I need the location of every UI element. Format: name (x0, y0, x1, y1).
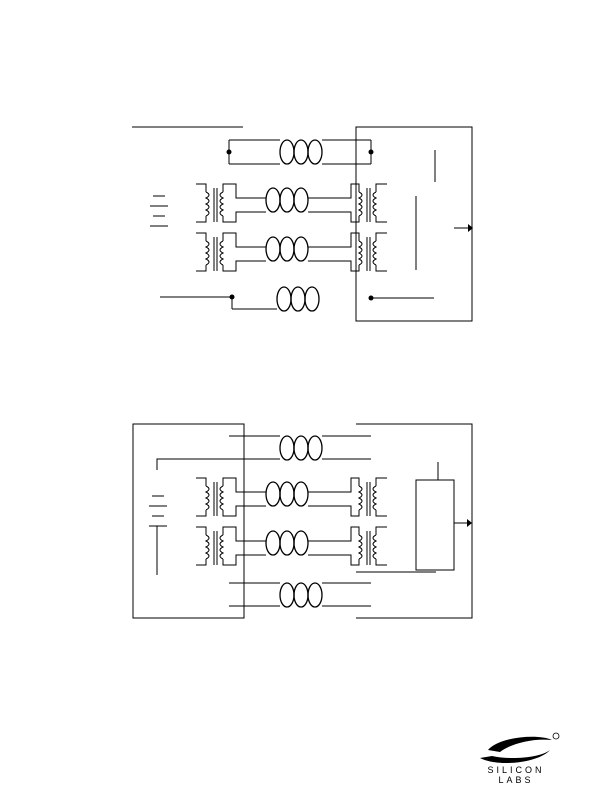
junction-dot (368, 149, 374, 155)
bottom-battery-symbol (149, 458, 229, 575)
bottom-receiver-block (356, 462, 472, 573)
logo-text: SILICON LABS (487, 765, 545, 785)
top-pair-4 (160, 286, 434, 312)
twisted-pair-coil (279, 582, 323, 608)
top-output-arrow-icon (468, 224, 473, 232)
twisted-pair-coil (265, 530, 309, 556)
twisted-pair-coil (276, 286, 320, 312)
twisted-pair-coil (265, 187, 309, 213)
top-battery-symbol (150, 195, 168, 227)
twisted-pair-coil (265, 481, 309, 507)
bottom-left-box (132, 423, 245, 619)
registered-mark-icon (552, 732, 560, 740)
bottom-pair-1 (229, 435, 371, 461)
junction-dot (226, 149, 232, 155)
top-equipment-box (355, 126, 473, 322)
silicon-labs-logo-icon (480, 732, 560, 764)
top-pair-1 (226, 139, 436, 182)
bottom-diagram (132, 423, 473, 619)
top-diagram (132, 126, 473, 322)
top-pair-2 (196, 183, 387, 223)
bottom-pair-3 (196, 526, 387, 566)
bottom-right-box (356, 423, 473, 619)
twisted-pair-coil (279, 435, 323, 461)
top-pair-3 (196, 232, 387, 272)
twisted-pair-coil (279, 139, 323, 165)
bottom-output-arrow-icon (467, 519, 472, 527)
twisted-pair-coil (265, 236, 309, 262)
bottom-pair-2 (196, 477, 387, 517)
bottom-pair-4 (229, 582, 371, 608)
